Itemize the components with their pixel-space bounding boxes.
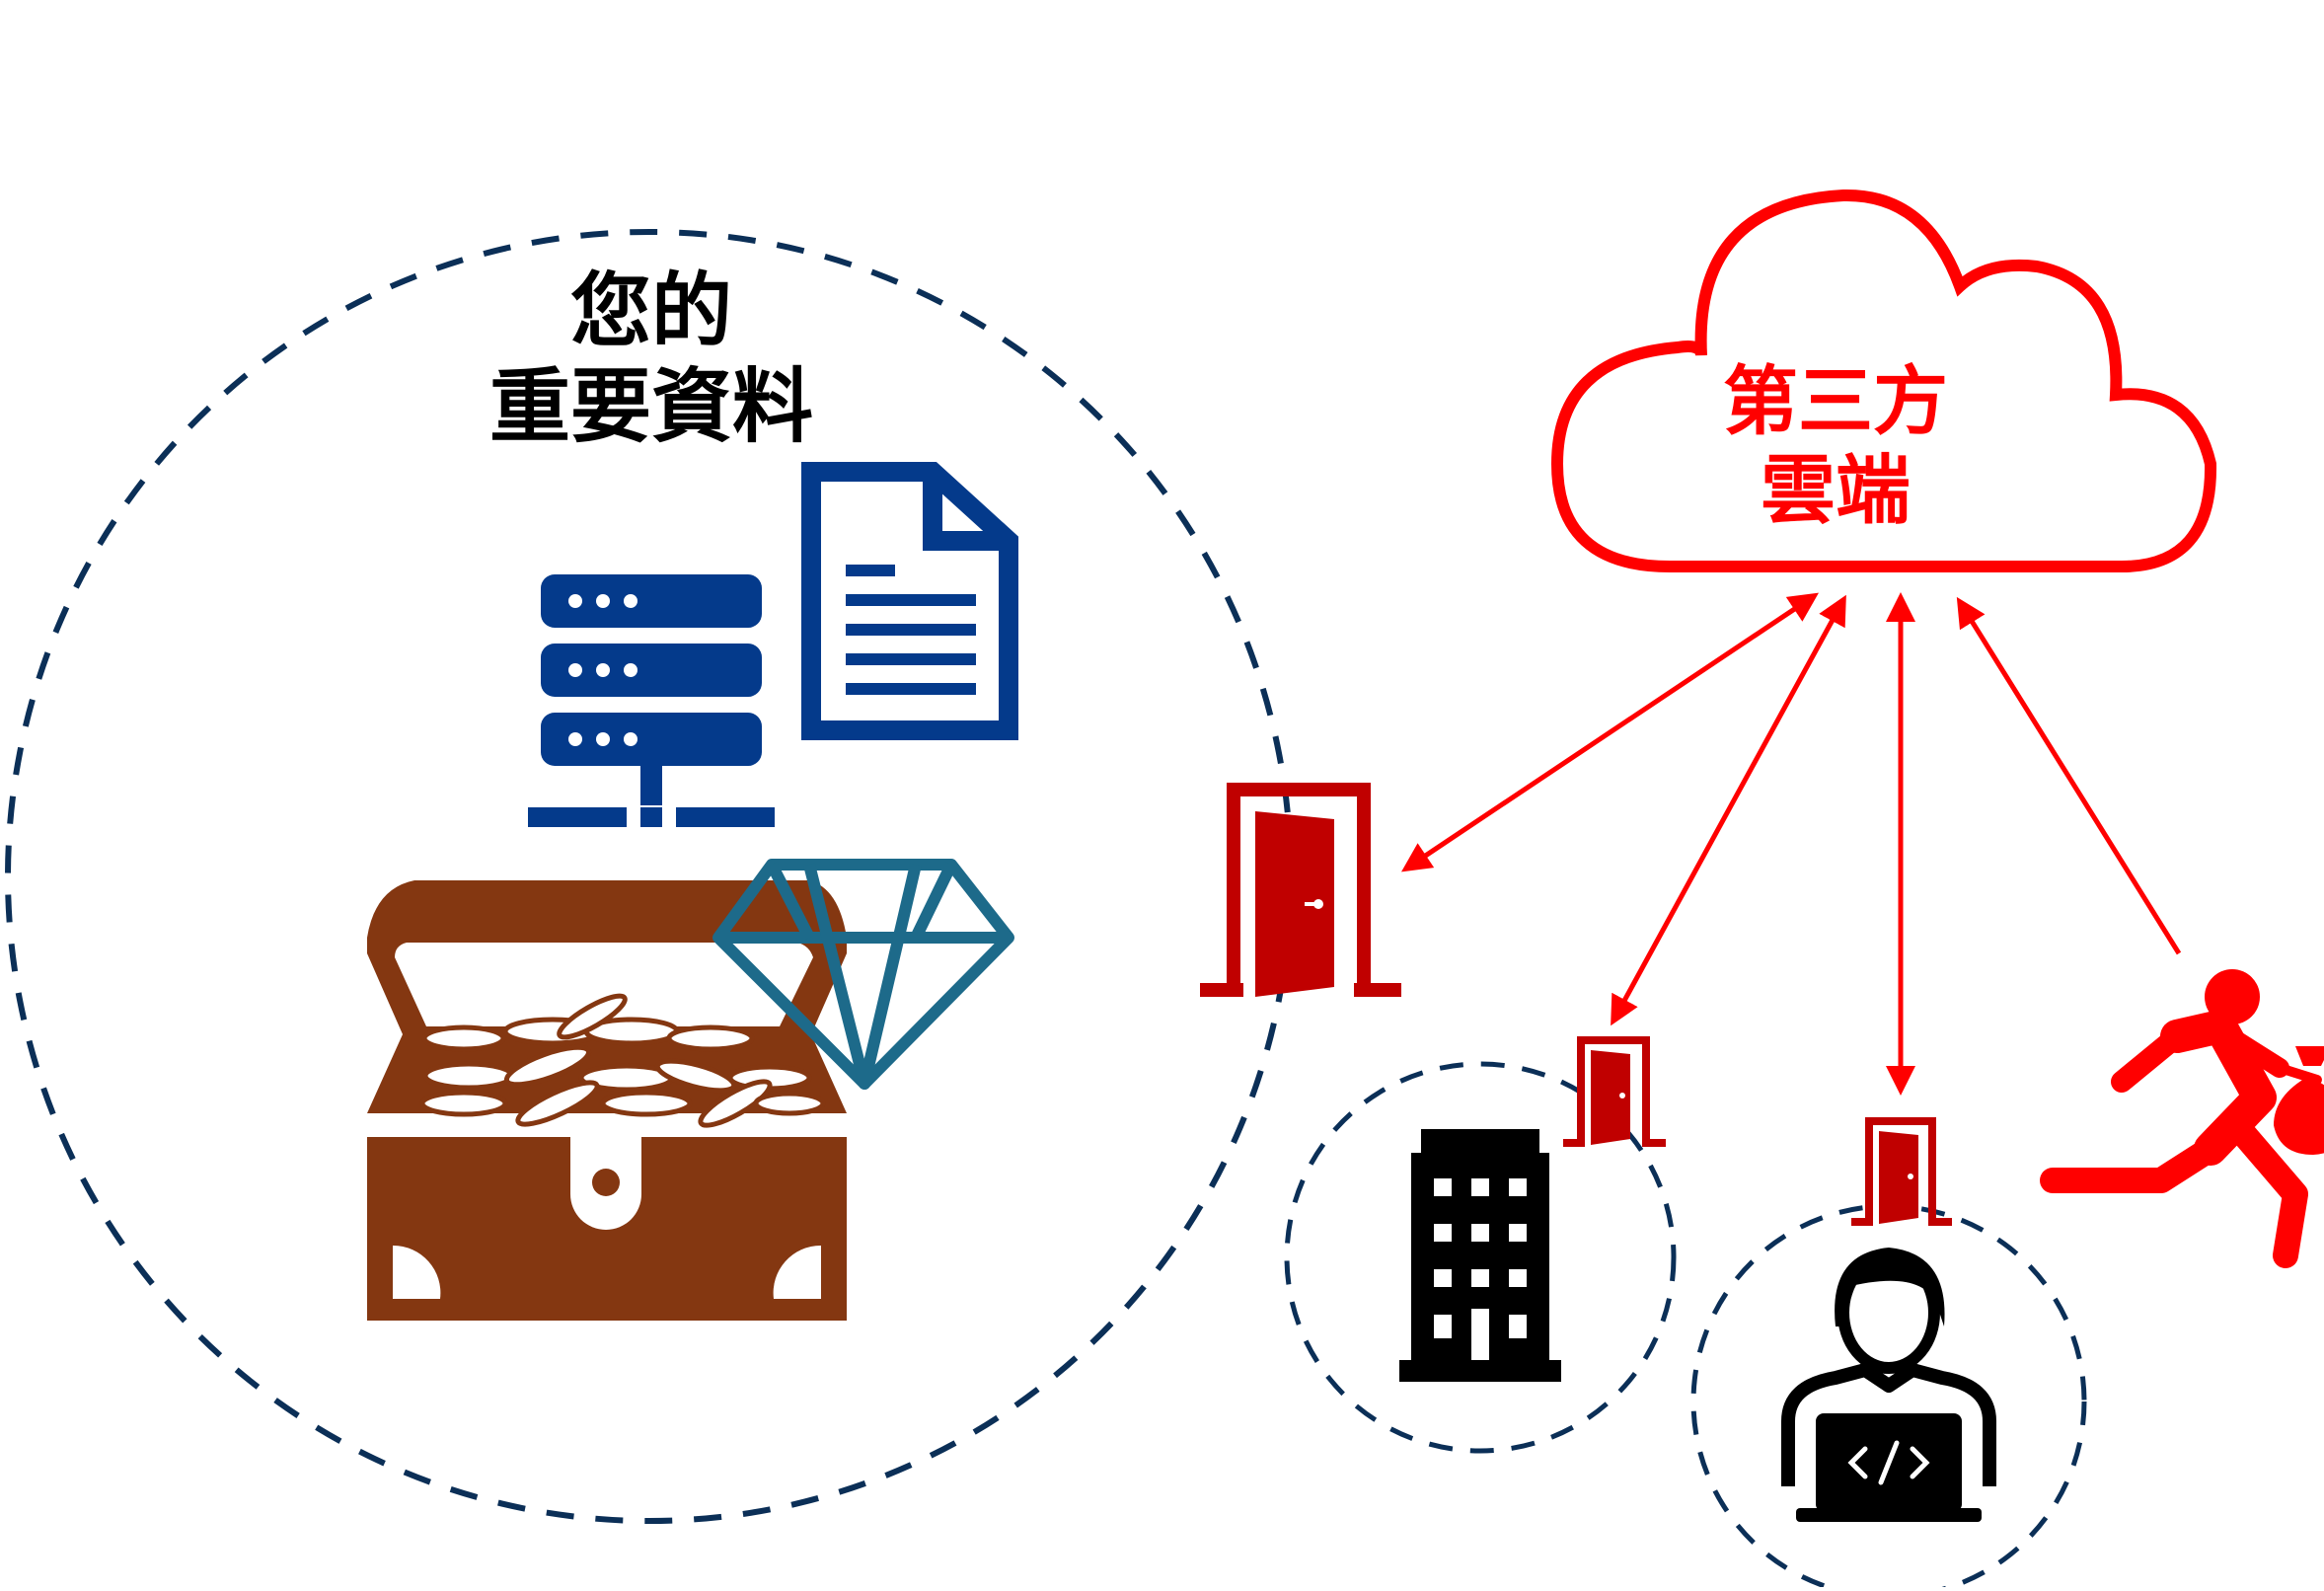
- cloud-label: 第三方 雲端: [1678, 357, 1993, 534]
- developer-icon: [1781, 1248, 1996, 1522]
- arrow-thief: [1956, 596, 2182, 955]
- diamond-icon: [712, 859, 1014, 1090]
- arrow-building-door: [1611, 594, 1846, 1026]
- your-data-label-line1: 您的: [569, 265, 732, 358]
- your-data-label-line2: 重要資料: [488, 359, 813, 454]
- treasure-chest-icon: [367, 880, 847, 1321]
- arrow-door: [1401, 592, 1819, 872]
- cloud-connection-arrows: [1401, 592, 2182, 1096]
- cloud-icon: [1550, 189, 2217, 572]
- door-icon: [1200, 783, 1401, 997]
- developer-door-icon: [1851, 1117, 1952, 1226]
- server-icon: [528, 574, 775, 827]
- building-door-icon: [1563, 1036, 1666, 1147]
- office-building-icon: [1399, 1129, 1561, 1382]
- building-boundary: [1284, 1061, 1677, 1454]
- cloud-label-line2: 雲端: [1761, 445, 1911, 534]
- cloud-label-line1: 第三方: [1723, 357, 1948, 445]
- document-icon: [801, 462, 1018, 740]
- your-data-label: 您的 重要資料: [464, 265, 839, 456]
- running-thief-icon: [2040, 969, 2324, 1268]
